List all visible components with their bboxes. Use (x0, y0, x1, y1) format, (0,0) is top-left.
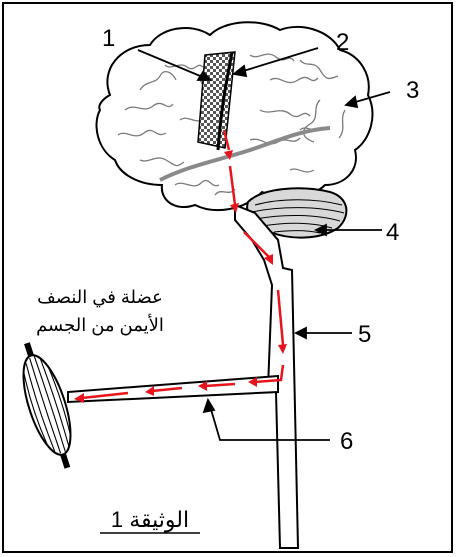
figure-frame (2, 2, 453, 553)
